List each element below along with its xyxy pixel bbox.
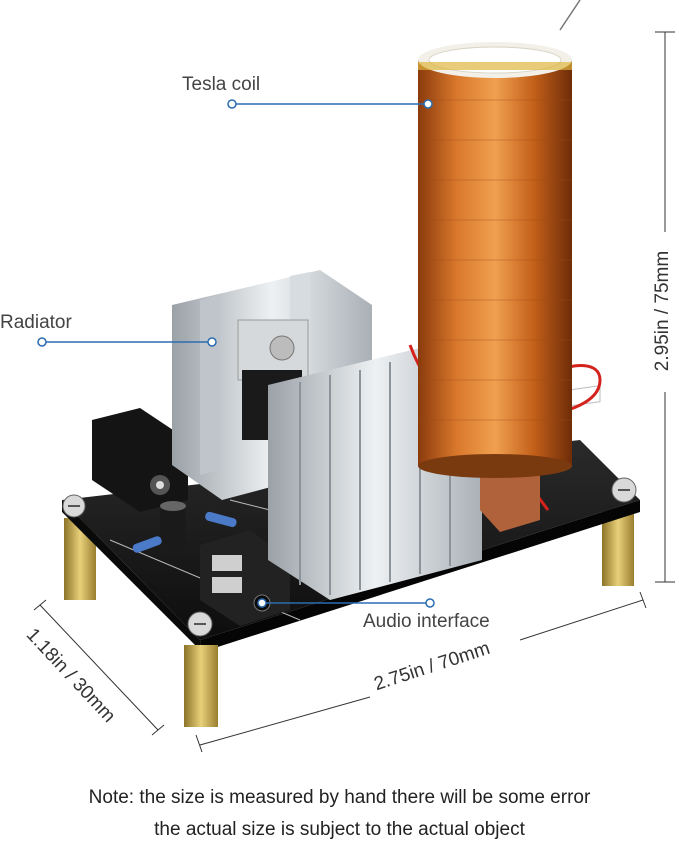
tesla-coil [418,0,581,478]
capacitor [160,501,186,548]
callout-label-tesla-coil: Tesla coil [182,74,261,95]
resistors [132,511,237,553]
callout-label-radiator: Radiator [0,312,72,333]
callout-line-audio-interface [257,598,435,608]
standoff-front-left [184,645,218,727]
dc-power-jack [92,408,188,512]
screw-icons [62,477,637,637]
callout-label-audio-interface: Audio interface [363,611,490,632]
dimension-height-label: 2.95in / 75mm [652,250,674,372]
note-line-2: the actual size is subject to the actual… [154,819,525,840]
note-line-1: Note: the size is measured by hand there… [88,787,591,808]
dimension-line-height [655,31,675,583]
dimension-line-depth [33,599,165,736]
callout-line-radiator [37,337,217,347]
audio-jack [200,530,290,626]
dimension-line-width [195,591,647,753]
callout-line-tesla-coil [227,99,433,109]
